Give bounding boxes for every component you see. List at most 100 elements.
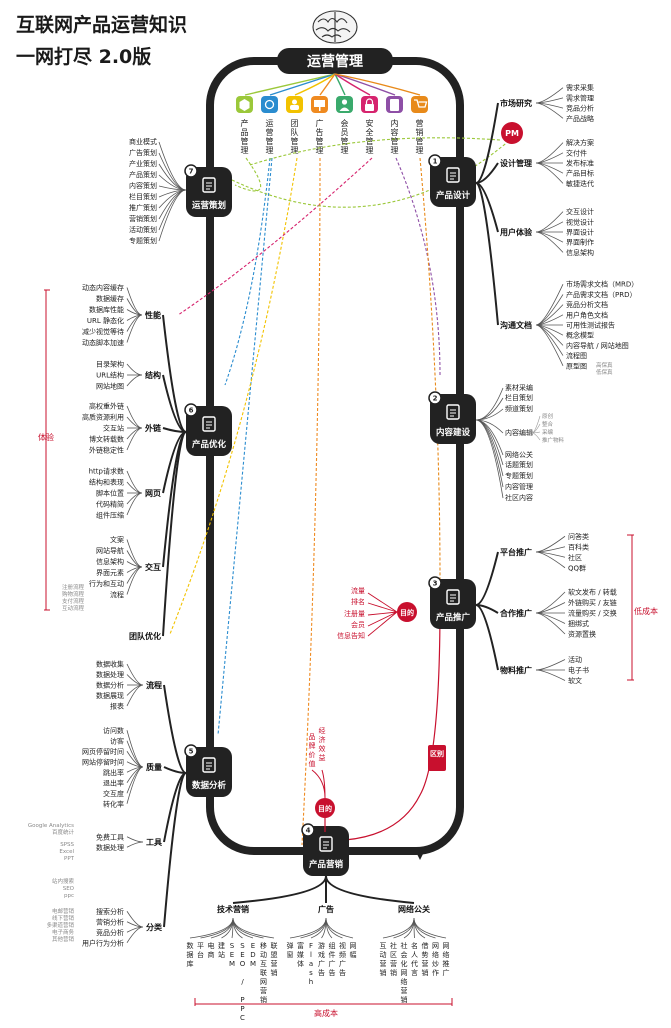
svg-text:益: 益 [319,753,326,762]
brain-icon [312,10,358,44]
svg-text:产: 产 [241,118,249,128]
svg-text:D: D [250,951,255,959]
branch-label: 市场研究 [500,98,532,108]
leaf-item: 内容编辑 [505,428,533,437]
svg-text:告: 告 [339,968,346,977]
svg-text:/: / [241,978,244,986]
node-label: 产品推广 [436,612,471,623]
svg-text:运: 运 [266,119,274,128]
node-number: 6 [189,407,194,415]
tree-content-build: 素材采编栏目策划频道策划内容编辑网络公关话题策划专题策划内容管理社区内容原创整合… [475,383,565,502]
svg-text:理: 理 [291,146,299,155]
leaf-item: 竞品分析 [96,928,124,937]
svg-text:台: 台 [197,950,204,959]
svg-text:名: 名 [411,941,418,950]
leaf-item: 界面制作 [566,238,594,247]
svg-text:炒: 炒 [432,960,439,968]
leaf-item: 活动 [568,655,582,664]
leaf-item: 高质资源利用 [82,413,124,422]
leaf-item: 平台 [197,942,204,959]
high-cost-label: 高成本 [314,1008,338,1018]
svg-text:告: 告 [316,127,324,137]
leaf-item: 交付件 [566,148,587,157]
goal-circle-promotion[interactable] [397,602,417,622]
leaf-item: QQ群 [568,563,586,572]
svg-text:络: 络 [432,950,439,959]
branch-label: 性能 [145,310,161,320]
note-item: 整合 [542,420,554,428]
svg-text:人: 人 [411,951,418,959]
note-item: Google Analytics [28,823,74,829]
svg-text:站: 站 [218,950,225,959]
svg-text:动: 动 [380,950,387,959]
leaf-item: 网幅 [350,942,357,959]
node-icon [446,167,460,183]
svg-text:移: 移 [260,941,267,950]
svg-text:管: 管 [316,136,324,146]
branch-trees: 市场研究需求采集需求管理竞品分析产品战略设计管理解决方案交付件发布标准产品目标敏… [28,83,638,1022]
process-loop [206,57,464,855]
svg-text:经: 经 [319,726,326,735]
leaf-item: SEO / PPC [240,942,246,1022]
branch-label: 网页 [145,489,161,498]
leaf-item: 数据处理 [96,843,124,852]
svg-text:动: 动 [260,950,267,959]
leaf-item: 信息架构 [96,557,124,566]
svg-text:P: P [240,996,244,1004]
pm-badge[interactable] [501,122,523,144]
svg-text:互: 互 [380,942,387,950]
note-item: SPSS [60,842,74,848]
svg-text:团: 团 [291,119,299,128]
svg-text:广: 广 [443,968,450,977]
leaf-item: 专题策划 [129,236,157,245]
leaf-item: 信息架构 [566,248,594,257]
distinction-text: 区别 [430,749,444,758]
node-label: 产品营销 [309,859,344,870]
branch-label: 流程 [146,680,162,690]
category-connectors [244,73,421,96]
svg-text:网: 网 [260,978,267,986]
goal-circle-marketing[interactable] [315,798,335,818]
branch-label: 物料推广 [500,665,532,675]
leaf-item: 竞品分析 [566,104,594,113]
dashed-connectors [169,137,511,846]
leaf-item: 营销策划 [129,214,157,223]
svg-text:戏: 戏 [318,950,325,959]
svg-text:频: 频 [339,950,346,959]
leaf-item: 内容管理 [505,482,533,491]
branch-label: 广告 [318,904,334,914]
svg-text:品: 品 [309,733,316,741]
svg-text:营: 营 [401,986,408,995]
note-item: 高保真 [596,361,613,369]
branch-label: 用户体验 [499,227,533,237]
leaf-item: 电子书 [568,666,589,675]
note-item: 线下营销 [52,914,75,922]
branch-label: 结构 [145,370,161,380]
svg-text:S: S [230,942,235,950]
svg-text:a: a [309,960,313,968]
network-icon[interactable] [261,96,278,113]
leaf-item: 产业策划 [129,159,157,168]
center-title-box[interactable] [277,48,393,74]
category-label: 内容管理 [391,118,399,155]
node-icon [446,589,460,605]
leaf-item: 需求管理 [566,93,594,102]
experience-label: 体验 [38,432,54,442]
svg-text:势: 势 [422,950,429,959]
svg-text:全: 全 [366,127,374,137]
node-label: 产品设计 [436,190,471,201]
